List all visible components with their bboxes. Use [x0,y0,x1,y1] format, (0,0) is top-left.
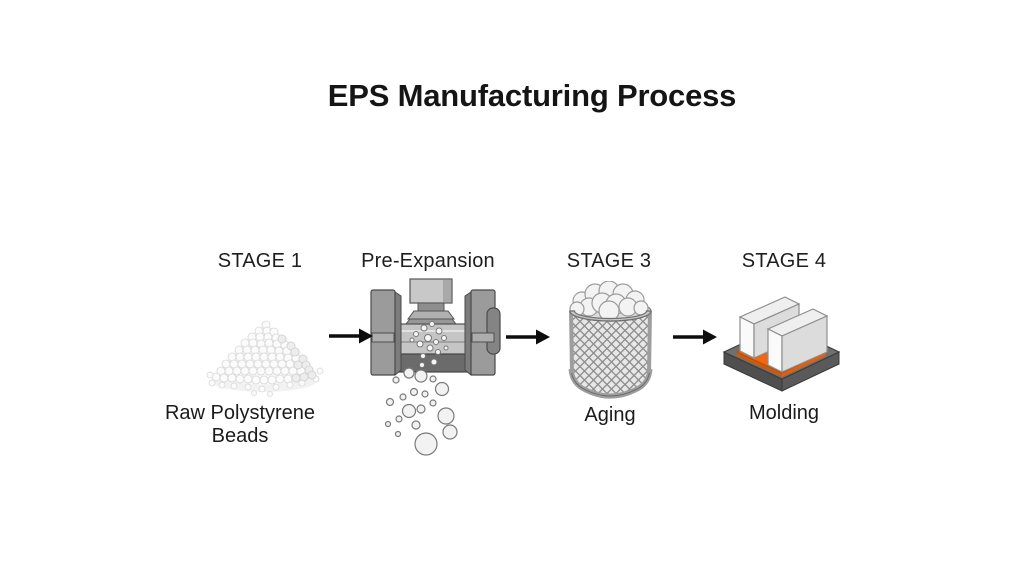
page-title: EPS Manufacturing Process [327,78,737,113]
stage-4-label: STAGE 4 [741,250,827,272]
pre-expander-machine-icon [370,278,501,456]
stage-3-label: STAGE 3 [566,250,652,272]
stage-1-caption: Raw Polystyrene Beads [164,402,316,447]
stage-3-caption: Aging [584,404,636,426]
stage-1-label: STAGE 1 [217,250,303,272]
molding-blocks-icon [722,296,841,392]
aging-basket-icon [568,281,653,399]
stage-4-caption: Molding [748,402,820,424]
raw-beads-pile-icon [206,320,324,397]
right-arrow-icon [329,328,373,344]
right-arrow-icon [673,329,717,345]
stage-2-label: Pre-Expansion [361,250,495,272]
right-arrow-icon [506,329,550,345]
